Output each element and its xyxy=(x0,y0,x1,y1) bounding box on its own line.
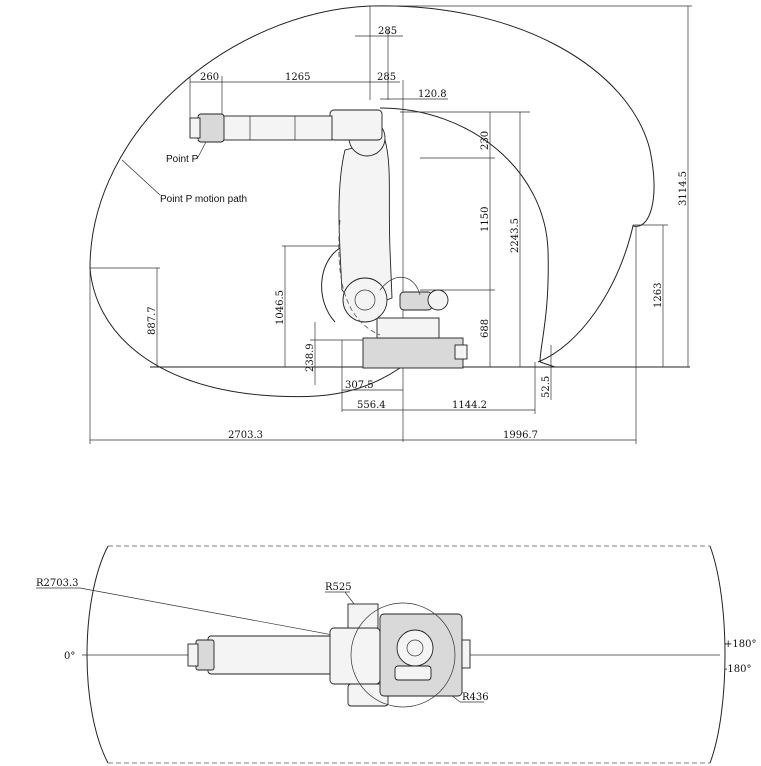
dim-285-top: 285 xyxy=(378,26,397,37)
dim-1996-7: 1996.7 xyxy=(503,430,538,441)
label-plus-180-deg: +180° xyxy=(724,639,756,650)
envelope-foot xyxy=(539,361,556,368)
dim-260: 260 xyxy=(200,72,219,83)
robot-top-wrist xyxy=(195,639,215,671)
label-r525: R525 xyxy=(325,582,352,593)
label-r2703-3: R2703.3 xyxy=(36,578,79,589)
leader-r2703 xyxy=(79,587,361,641)
dim-1150: 1150 xyxy=(480,207,491,232)
label-point-p-motion-path: Point P motion path xyxy=(160,194,247,205)
dim-1144-2: 1144.2 xyxy=(452,400,487,411)
top-view-right-arc xyxy=(709,545,726,764)
dim-2703-3: 2703.3 xyxy=(228,430,263,441)
robot-balancer-end xyxy=(427,289,449,311)
dim-688: 688 xyxy=(480,319,491,338)
dim-230: 230 xyxy=(480,131,491,150)
robot-top-joint xyxy=(396,629,434,667)
inner-motion-envelope xyxy=(379,107,549,363)
robot-shoulder-joint xyxy=(342,277,388,323)
dim-307-5: 307.5 xyxy=(345,380,374,391)
robot-turntable xyxy=(376,317,440,339)
robot-flange xyxy=(189,117,201,139)
top-view: R2703.3 R525 R436 0° +180° -180° xyxy=(36,545,756,764)
robot-wrist xyxy=(197,113,225,143)
dim-120-8: 120.8 xyxy=(418,89,447,100)
dim-52-5: 52.5 xyxy=(541,376,552,398)
dim-1046-5: 1046.5 xyxy=(275,290,286,325)
robot-upper-arm xyxy=(221,115,333,141)
dim-238-9: 238.9 xyxy=(305,343,316,372)
dim-1265: 1265 xyxy=(285,72,310,83)
robot-top-view xyxy=(187,602,471,708)
leader-point-p xyxy=(196,139,208,160)
label-0-deg: 0° xyxy=(64,651,75,662)
dim-285-mid: 285 xyxy=(377,72,396,83)
robot-upper-arm-housing xyxy=(329,109,383,141)
dim-887-7: 887.7 xyxy=(147,306,158,335)
robot-hidden-outline xyxy=(338,219,381,336)
robot-shoulder-hub xyxy=(354,289,376,311)
robot-balancer-spring xyxy=(399,291,433,311)
label-point-p: Point P xyxy=(166,154,199,165)
side-view: 285 260 1265 285 120.8 230 1150 688 2243… xyxy=(89,5,692,444)
dim-556-4: 556.4 xyxy=(357,400,386,411)
robot-top-balancer xyxy=(394,665,432,681)
robot-base-connector xyxy=(454,344,468,360)
dim-3114-5: 3114.5 xyxy=(678,171,689,206)
robot-top-connector xyxy=(461,639,471,669)
robot-top-motor-a xyxy=(347,603,379,629)
robot-cable xyxy=(379,276,421,296)
robot-top-upper-arm xyxy=(207,635,335,675)
robot-side-view xyxy=(189,109,468,369)
label-r436: R436 xyxy=(462,692,489,703)
robot-top-r436-circle xyxy=(350,602,456,708)
label-minus-180-deg: -180° xyxy=(724,664,751,675)
outer-motion-envelope xyxy=(89,5,655,398)
leader-motion-path xyxy=(121,159,161,196)
robot-top-flange xyxy=(187,643,199,667)
robot-top-joint-hub xyxy=(406,639,424,657)
dim-1263: 1263 xyxy=(653,283,664,308)
inner-lower-arc xyxy=(321,247,341,323)
dim-2243-5: 2243.5 xyxy=(510,218,521,253)
robot-base xyxy=(362,337,464,369)
top-view-left-arc xyxy=(86,545,109,764)
